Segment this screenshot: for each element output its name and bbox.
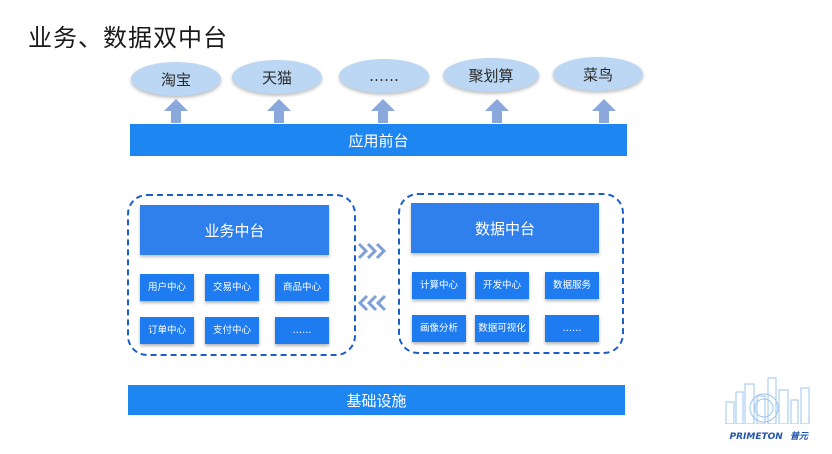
brand-logo: PRIMETON 普元	[730, 429, 808, 442]
data-center-title: 数据中台	[411, 203, 599, 253]
business-cell: 交易中心	[205, 274, 259, 301]
up-arrow-icon	[267, 99, 291, 123]
city-skyline-icon	[725, 377, 810, 424]
business-center-title: 业务中台	[140, 205, 329, 255]
data-center-group	[398, 193, 624, 354]
brand-latin: PRIMETON	[729, 432, 783, 442]
front-app-taobao: 淘宝	[131, 62, 221, 96]
up-arrow-icon	[371, 99, 395, 123]
business-center-group	[127, 194, 356, 356]
brand-cn: 普元	[789, 432, 808, 442]
data-cell: 数据服务	[545, 272, 599, 299]
page-title: 业务、数据双中台	[28, 24, 228, 52]
chevron-right-icon	[357, 242, 387, 260]
front-app-tmall: 天猫	[232, 60, 322, 94]
up-arrow-icon	[485, 99, 509, 123]
front-app-more: ……	[339, 59, 429, 93]
front-app-juhuasuan: 聚划算	[443, 58, 539, 92]
business-cell: 支付中心	[205, 317, 259, 344]
data-cell: 计算中心	[412, 272, 466, 299]
business-cell: ……	[275, 317, 329, 344]
data-cell: 数据可视化	[475, 315, 529, 342]
data-cell: 开发中心	[475, 272, 529, 299]
business-cell: 用户中心	[140, 274, 194, 301]
infrastructure-bar: 基础设施	[128, 385, 625, 415]
front-app-cainiao: 菜鸟	[553, 57, 643, 91]
business-cell: 商品中心	[275, 274, 329, 301]
chevron-left-icon	[357, 294, 387, 312]
data-cell: ……	[545, 315, 599, 342]
up-arrow-icon	[592, 99, 616, 123]
data-cell: 画像分析	[412, 315, 466, 342]
front-layer-bar: 应用前台	[130, 124, 627, 156]
up-arrow-icon	[164, 99, 188, 123]
business-cell: 订单中心	[140, 317, 194, 344]
